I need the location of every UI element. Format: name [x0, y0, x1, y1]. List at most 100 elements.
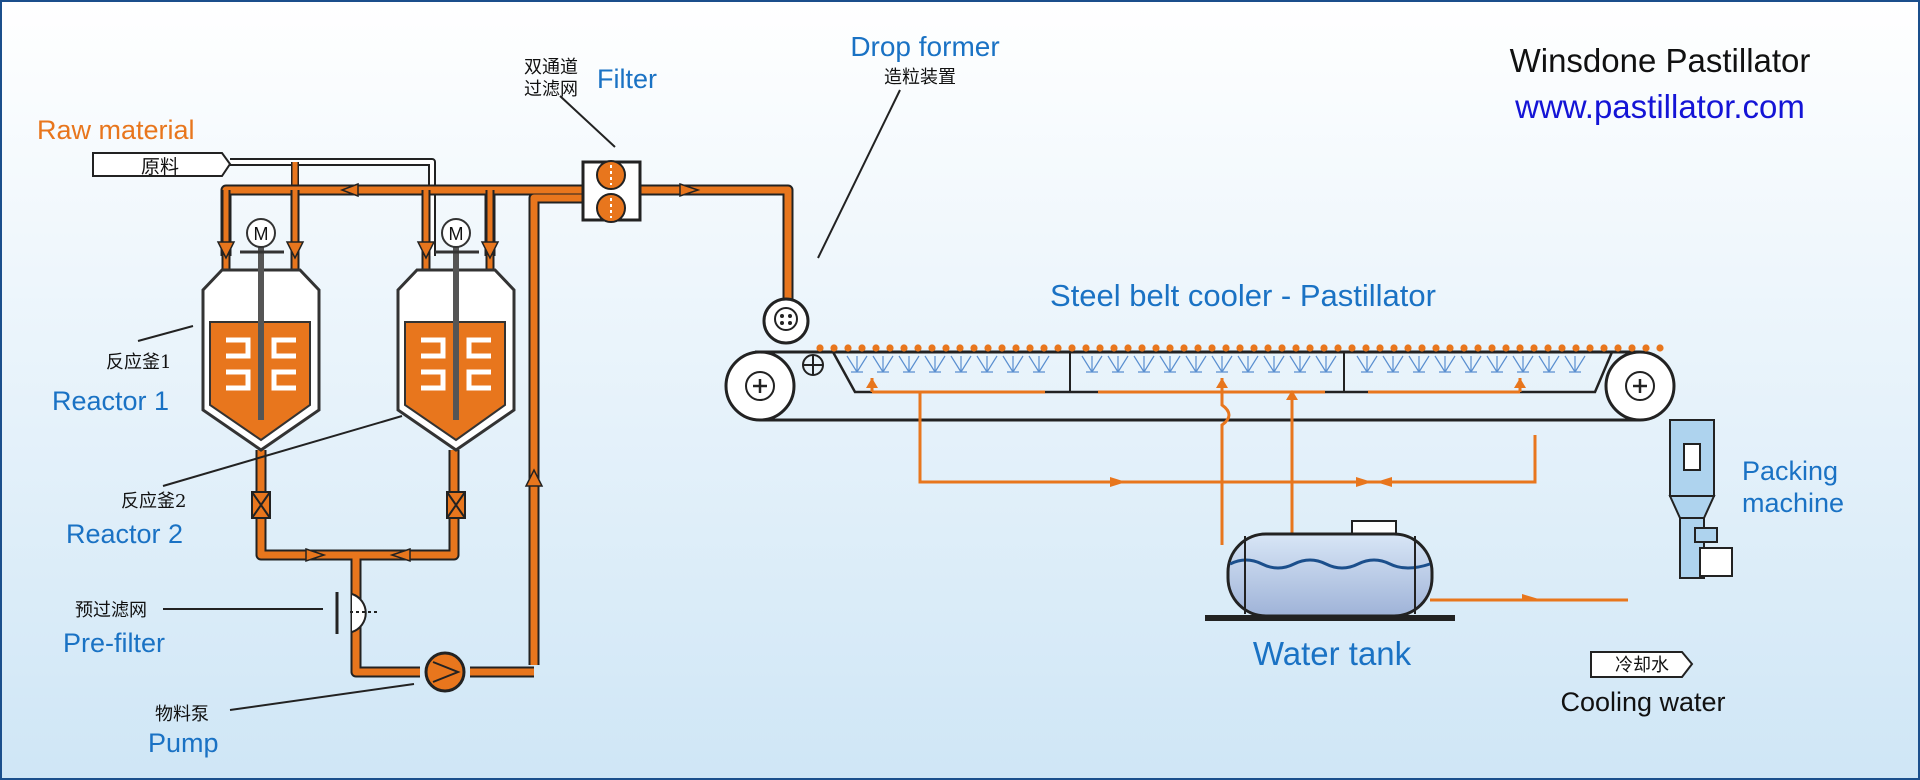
pastille: [1376, 344, 1384, 352]
pastille: [1460, 344, 1468, 352]
spray-nozzle: [1081, 355, 1103, 373]
pastille: [1194, 344, 1202, 352]
pastille: [1614, 344, 1622, 352]
filter-cn-line2: 过滤网: [524, 79, 578, 100]
pastille: [872, 344, 880, 352]
reactor1-label: Reactor 1: [52, 386, 169, 416]
brand-url-link[interactable]: www.pastillator.com: [1514, 88, 1805, 125]
valve-icons: [251, 491, 466, 519]
pump-label: Pump: [148, 728, 219, 758]
pastille: [1068, 344, 1076, 352]
pastilles-on-belt: [816, 344, 1664, 352]
pastille: [1474, 344, 1482, 352]
pastille: [1278, 344, 1286, 352]
pastille: [1488, 344, 1496, 352]
pastille: [1656, 344, 1664, 352]
pastille: [1026, 344, 1034, 352]
pastille: [984, 344, 992, 352]
spray-nozzle: [1486, 355, 1508, 373]
pastille: [858, 344, 866, 352]
pastille: [1166, 344, 1174, 352]
prefilter-label: Pre-filter: [63, 628, 165, 658]
pastille: [900, 344, 908, 352]
spray-nozzle: [1159, 355, 1181, 373]
spray-nozzle: [846, 355, 868, 373]
reactor-1: M: [201, 218, 321, 452]
spray-nozzle: [1564, 355, 1586, 373]
spray-nozzle: [1512, 355, 1534, 373]
pastille: [942, 344, 950, 352]
pastille: [1502, 344, 1510, 352]
pastille: [1558, 344, 1566, 352]
raw-material-cn-label: 原料: [141, 156, 179, 178]
spray-nozzle: [898, 355, 920, 373]
pastille: [1544, 344, 1552, 352]
pastille: [1040, 344, 1048, 352]
spray-nozzle: [1028, 355, 1050, 373]
reactor-2: M: [396, 218, 516, 452]
pastille: [1152, 344, 1160, 352]
pastille: [1432, 344, 1440, 352]
packing-label-line2: machine: [1742, 488, 1844, 518]
belt-cooler-label: Steel belt cooler - Pastillator: [1050, 278, 1436, 313]
filter-unit: [581, 160, 642, 223]
pastille: [1348, 344, 1356, 352]
raw-material-tag: [92, 152, 232, 177]
pastille: [1418, 344, 1426, 352]
pastille: [1642, 344, 1650, 352]
pump-icon: [424, 651, 466, 693]
pastille: [1334, 344, 1342, 352]
pastille: [816, 344, 824, 352]
filter-cn-line1: 双通道: [524, 57, 578, 78]
water-tank-icon: [1205, 520, 1455, 621]
cooling-water-cn-label: 冷却水: [1615, 655, 1669, 676]
pastille: [1264, 344, 1272, 352]
pastille: [1530, 344, 1538, 352]
pastille: [1110, 344, 1118, 352]
pastille: [928, 344, 936, 352]
pastille: [1404, 344, 1412, 352]
pastille: [1222, 344, 1230, 352]
spray-nozzle: [924, 355, 946, 373]
pre-filter-unit: [335, 592, 378, 634]
pastille: [844, 344, 852, 352]
pastille: [1362, 344, 1370, 352]
pastille: [1180, 344, 1188, 352]
spray-nozzle: [1382, 355, 1404, 373]
pastille: [1124, 344, 1132, 352]
pastille: [1572, 344, 1580, 352]
pastille: [1012, 344, 1020, 352]
spray-nozzle: [976, 355, 998, 373]
pastille: [998, 344, 1006, 352]
pastille: [1138, 344, 1146, 352]
drop-former-cn-label: 造粒装置: [884, 67, 956, 88]
pastille: [1096, 344, 1104, 352]
spray-nozzle: [1538, 355, 1560, 373]
pastille: [1082, 344, 1090, 352]
filter-label: Filter: [597, 64, 657, 94]
pastille: [1054, 344, 1062, 352]
pastille: [1390, 344, 1398, 352]
cooling-spray-nozzles: [846, 355, 1586, 373]
pastille: [1600, 344, 1608, 352]
pastille: [1292, 344, 1300, 352]
prefilter-cn-label: 预过滤网: [75, 600, 147, 621]
pastille: [1586, 344, 1594, 352]
pastille: [1320, 344, 1328, 352]
packing-machine-icon: [1668, 419, 1733, 579]
reactor1-motor-label: M: [254, 224, 269, 244]
spray-nozzle: [1107, 355, 1129, 373]
reactor2-cn-label: 反应釜2: [121, 491, 186, 512]
pastille: [970, 344, 978, 352]
spray-nozzle: [1263, 355, 1285, 373]
spray-nozzle: [950, 355, 972, 373]
pastille: [1250, 344, 1258, 352]
pastille: [1306, 344, 1314, 352]
spray-nozzle: [1211, 355, 1233, 373]
leader-lines: [137, 89, 901, 711]
cooling-flow-arrows: [866, 378, 1542, 606]
spray-nozzle: [1237, 355, 1259, 373]
